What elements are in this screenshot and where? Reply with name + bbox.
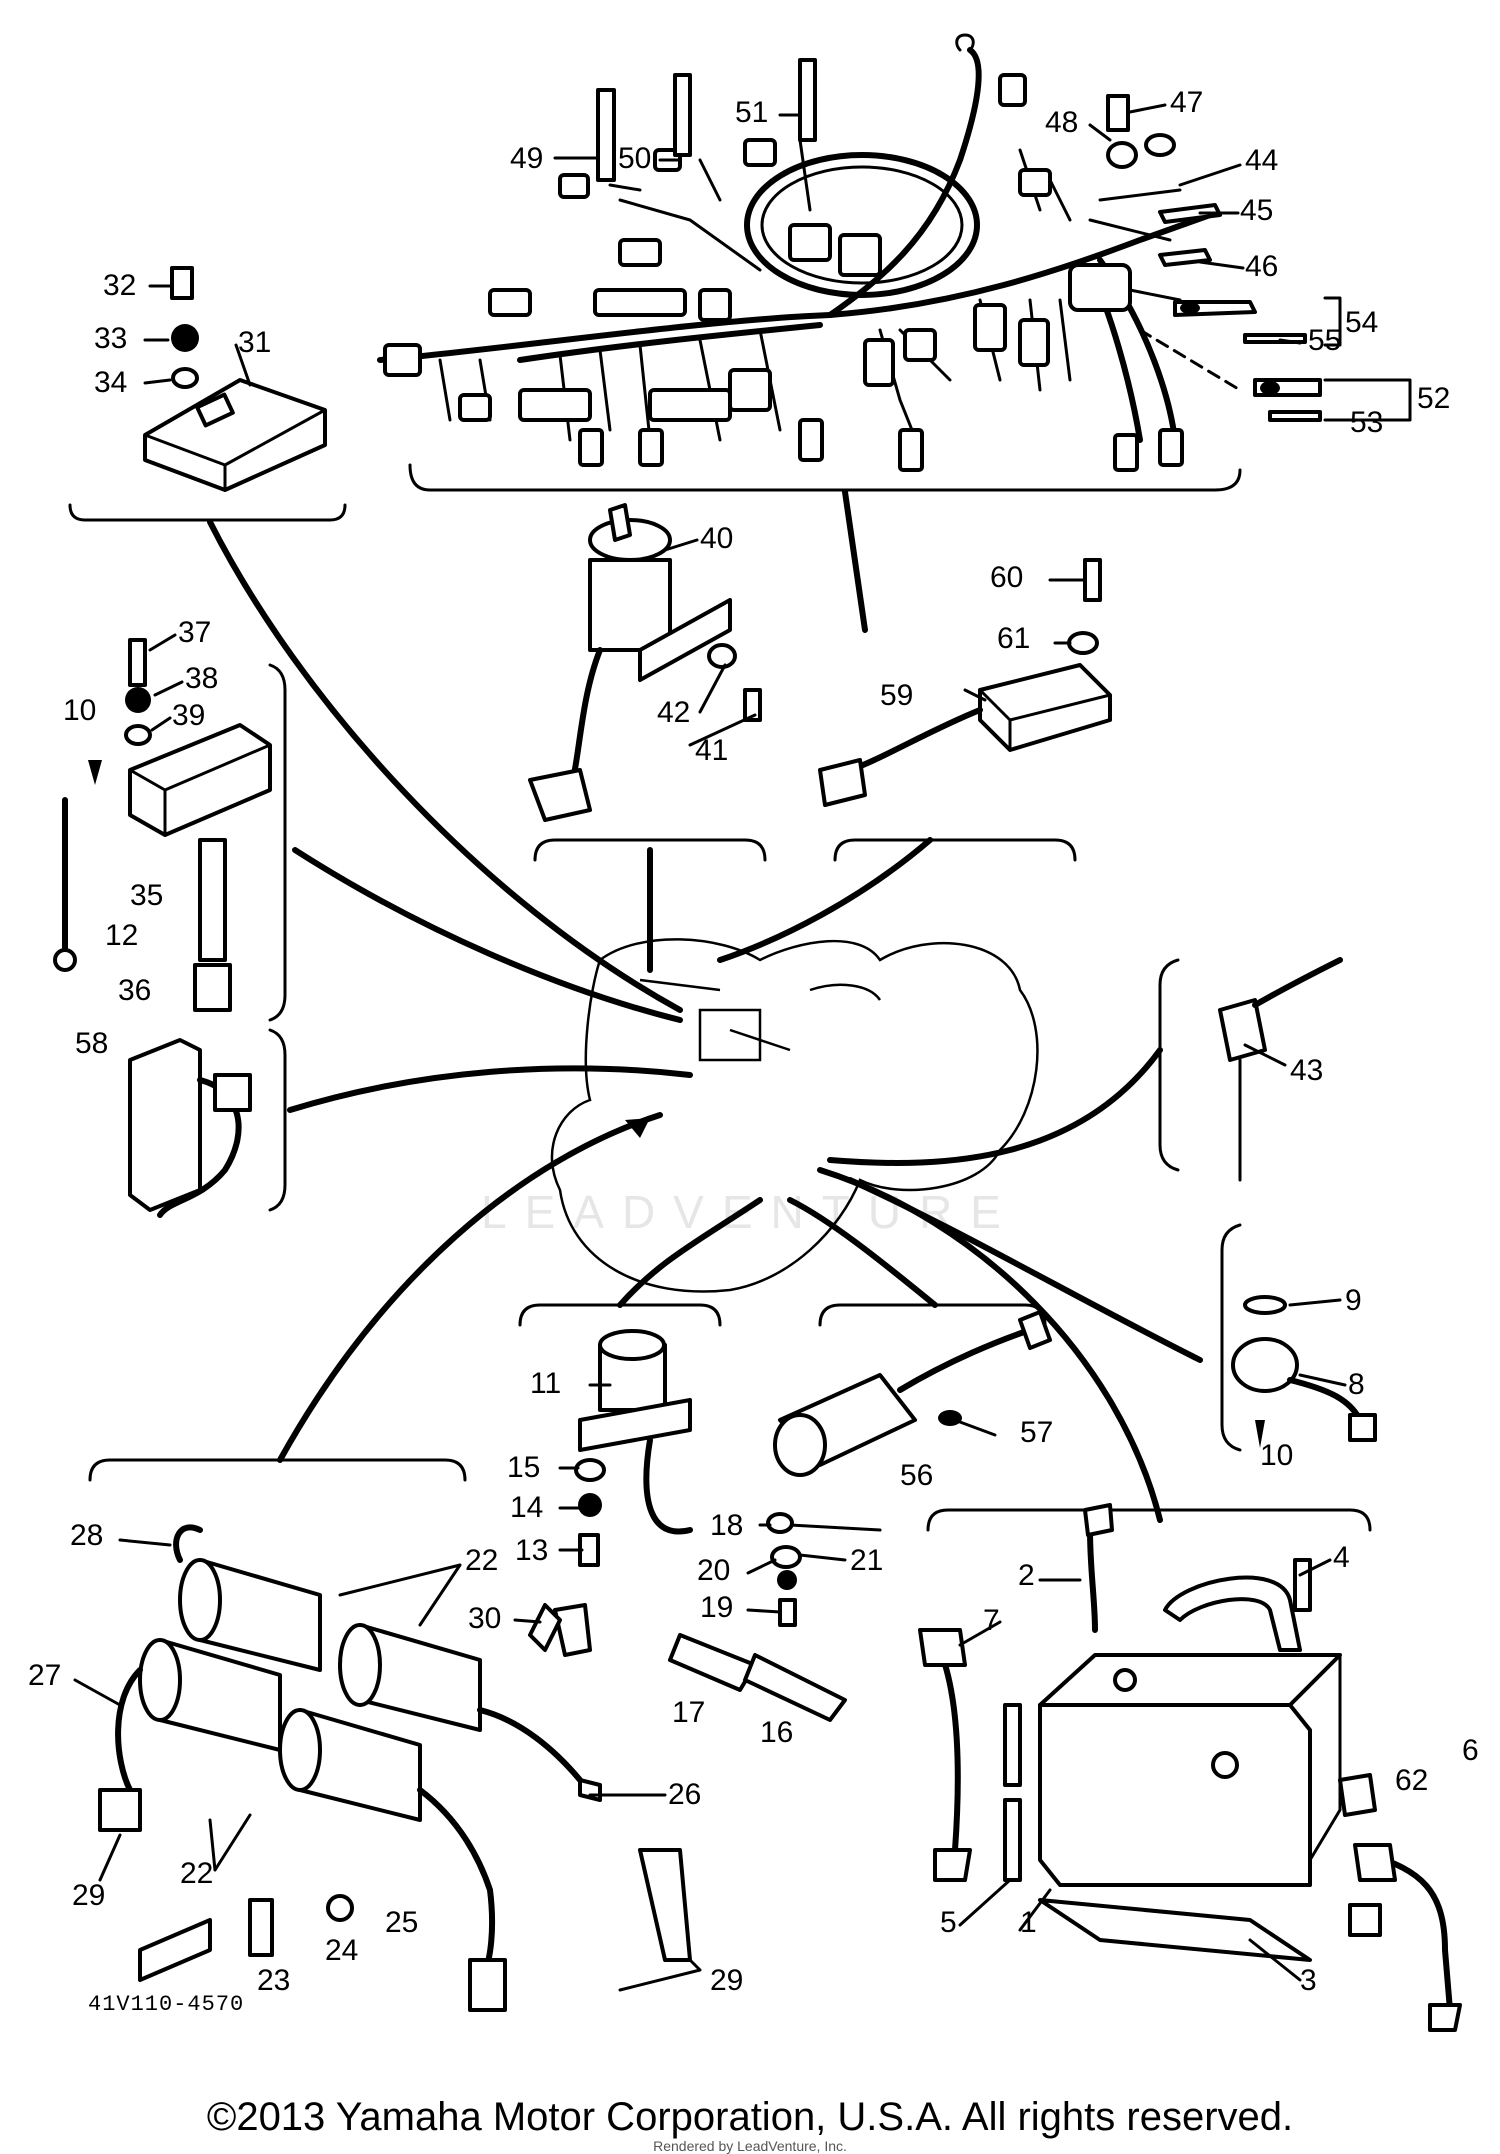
label-56: 56 <box>900 1459 933 1492</box>
label-14: 14 <box>510 1491 543 1524</box>
label-51: 51 <box>735 96 768 129</box>
part-8-horn <box>1231 1295 1377 1448</box>
label-40: 40 <box>700 522 733 555</box>
label-9: 9 <box>1345 1284 1362 1317</box>
part-40-main-switch <box>528 503 762 822</box>
diagram-code: 41V110-4570 <box>88 1992 244 2017</box>
label-45: 45 <box>1240 194 1273 227</box>
label-28: 28 <box>70 1519 103 1552</box>
label-39: 39 <box>172 699 205 732</box>
label-17: 17 <box>672 1696 705 1729</box>
label-19: 19 <box>700 1591 733 1624</box>
label-6b: 6 <box>1462 1734 1479 1767</box>
label-60: 60 <box>990 561 1023 594</box>
bolts-top <box>596 58 1176 182</box>
label-35: 35 <box>130 879 163 912</box>
label-50: 50 <box>618 142 651 175</box>
label-10b: 10 <box>1260 1439 1293 1472</box>
part-35-rectifier <box>53 638 272 1012</box>
part-number-labels: 1 2 3 4 5 6 6 7 8 9 10 10 11 12 13 14 15… <box>28 86 1479 1997</box>
label-53: 53 <box>1350 406 1383 439</box>
rendered-by-text: Rendered by LeadVenture, Inc. <box>653 2138 847 2154</box>
label-49: 49 <box>510 142 543 175</box>
label-18: 18 <box>710 1509 743 1542</box>
part-43-sensor <box>1218 957 1343 1182</box>
label-8: 8 <box>1348 1368 1365 1401</box>
label-55: 55 <box>1308 324 1341 357</box>
label-33: 33 <box>94 322 127 355</box>
part-1-battery <box>918 1503 1462 2032</box>
part-56-starter <box>773 1310 1052 1477</box>
leader-lines <box>73 103 1347 1992</box>
connector-lines <box>207 489 1203 1523</box>
label-20: 20 <box>697 1554 730 1587</box>
label-10a: 10 <box>63 694 96 727</box>
label-48: 48 <box>1045 106 1078 139</box>
label-54: 54 <box>1345 306 1378 339</box>
part-11-sender <box>574 1329 693 1567</box>
label-27: 27 <box>28 1659 61 1692</box>
label-5: 5 <box>940 1906 957 1939</box>
label-12: 12 <box>105 919 138 952</box>
label-37: 37 <box>178 616 211 649</box>
label-16: 16 <box>760 1716 793 1749</box>
label-23: 23 <box>257 1964 290 1997</box>
label-52: 52 <box>1417 382 1450 415</box>
label-47: 47 <box>1170 86 1203 119</box>
label-30: 30 <box>468 1602 501 1635</box>
label-13: 13 <box>515 1534 548 1567</box>
label-38: 38 <box>185 662 218 695</box>
label-3: 3 <box>1300 1964 1317 1997</box>
label-62: 62 <box>1395 1764 1428 1797</box>
parts-16-21-switches <box>553 1512 882 1722</box>
label-15: 15 <box>507 1451 540 1484</box>
label-58: 58 <box>75 1027 108 1060</box>
label-24: 24 <box>325 1934 358 1967</box>
label-25: 25 <box>385 1906 418 1939</box>
label-42: 42 <box>657 696 690 729</box>
terminals-top-right <box>1138 203 1412 422</box>
label-61: 61 <box>997 622 1030 655</box>
label-44: 44 <box>1245 144 1278 177</box>
label-11: 11 <box>530 1367 561 1400</box>
label-31: 31 <box>238 326 271 359</box>
label-29b: 29 <box>710 1964 743 1997</box>
label-22a: 22 <box>465 1544 498 1577</box>
label-26: 26 <box>668 1778 701 1811</box>
label-57: 57 <box>1020 1416 1053 1449</box>
part-31-cdi-unit <box>143 266 327 492</box>
label-21: 21 <box>850 1544 883 1577</box>
copyright-text: ©2013 Yamaha Motor Corporation, U.S.A. A… <box>206 2095 1294 2139</box>
label-59: 59 <box>880 679 913 712</box>
part-22-ignition-coils <box>98 1524 692 2012</box>
part-58-module <box>128 1038 252 1218</box>
engine-outline <box>550 938 1039 1293</box>
wire-harness <box>377 33 1213 472</box>
label-34: 34 <box>94 366 127 399</box>
label-32: 32 <box>103 269 136 302</box>
part-59-relay <box>818 558 1112 807</box>
label-29a: 29 <box>72 1879 105 1912</box>
label-4: 4 <box>1333 1541 1350 1574</box>
label-46: 46 <box>1245 250 1278 283</box>
label-22b: 22 <box>180 1857 213 1890</box>
label-36: 36 <box>118 974 151 1007</box>
label-43: 43 <box>1290 1054 1323 1087</box>
label-2: 2 <box>1018 1559 1035 1592</box>
